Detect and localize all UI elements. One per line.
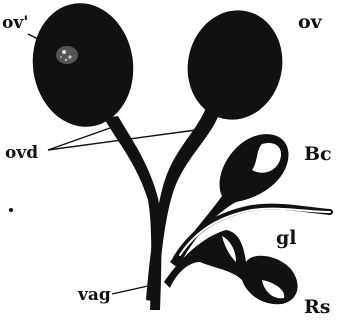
oviducts bbox=[104, 108, 220, 310]
label-rs: Rs bbox=[304, 296, 331, 318]
label-bc: Bc bbox=[304, 143, 332, 165]
stray-mark bbox=[9, 208, 13, 212]
label-ovd: ovd bbox=[5, 143, 38, 163]
right-ovary bbox=[178, 1, 293, 128]
label-ov-prime: ov' bbox=[2, 13, 28, 33]
label-ov: ov bbox=[298, 11, 323, 33]
left-ovary bbox=[25, 0, 141, 133]
label-vag: vag bbox=[77, 285, 111, 305]
label-gl: gl bbox=[276, 227, 297, 249]
